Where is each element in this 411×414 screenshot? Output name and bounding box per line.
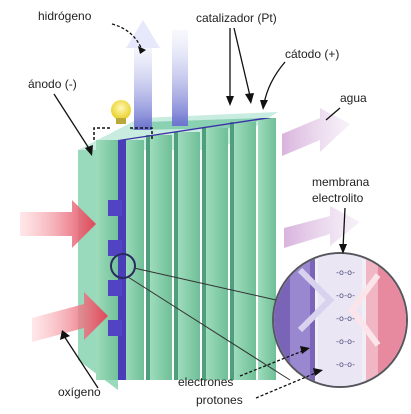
membrane-strip [118, 140, 126, 380]
cell-slab [96, 140, 120, 380]
label-oxygen: oxígeno [58, 385, 101, 399]
label-electrons: electrones [178, 375, 233, 389]
light-bulb-icon [111, 100, 131, 124]
label-hydrogen: hidrógeno [38, 9, 92, 23]
magnified-membrane-view: -o-o- -o-o- -o-o- -o-o- -o-o- [270, 250, 411, 390]
label-anode: ánodo (-) [28, 77, 77, 91]
label-membrane-line2: electrolito [312, 191, 364, 205]
fuel-cell-stack [78, 112, 278, 390]
svg-text:-o-o-: -o-o- [336, 291, 355, 300]
svg-text:-o-o-: -o-o- [336, 360, 355, 369]
hydrogen-arrow [126, 20, 188, 130]
label-protons: protones [196, 393, 243, 407]
label-membrane-line1: membrana [312, 175, 370, 189]
cell-slab [178, 132, 200, 380]
cell-slab [258, 118, 276, 380]
label-water: agua [340, 91, 367, 105]
label-cathode: cátodo (+) [285, 47, 339, 61]
label-catalyst: catalizador (Pt) [196, 11, 277, 25]
cell-slab [150, 135, 172, 380]
svg-text:-o-o-: -o-o- [336, 337, 355, 346]
cell-slab [234, 122, 256, 380]
cell-slab [206, 128, 228, 380]
svg-text:-o-o-: -o-o- [336, 268, 355, 277]
